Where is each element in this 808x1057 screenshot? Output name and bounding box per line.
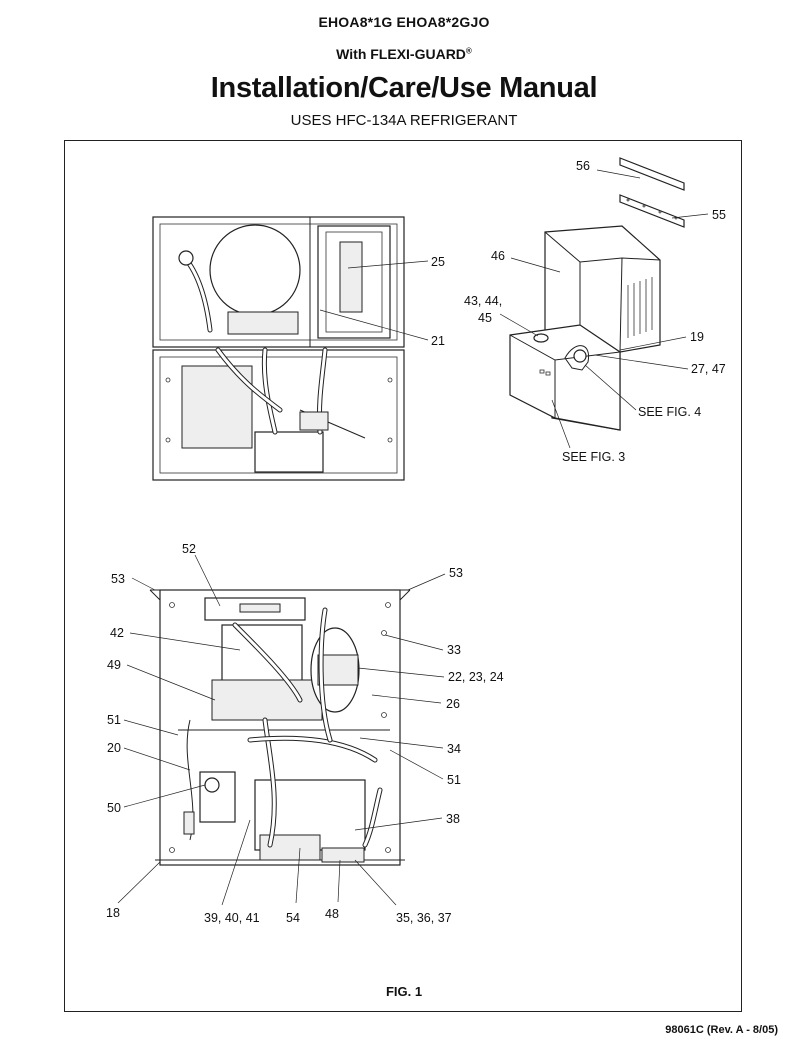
callout-52: 52 bbox=[182, 542, 196, 556]
callout-51-right: 51 bbox=[447, 773, 461, 787]
callout-22-23-24: 22, 23, 24 bbox=[448, 670, 504, 684]
callout-45: 45 bbox=[478, 311, 492, 325]
callout-19: 19 bbox=[690, 330, 704, 344]
callout-18: 18 bbox=[106, 906, 120, 920]
see-fig-3-label: SEE FIG. 3 bbox=[562, 450, 625, 464]
callout-55: 55 bbox=[712, 208, 726, 222]
refrigerant-subtitle: USES HFC-134A REFRIGERANT bbox=[290, 112, 518, 129]
cooler-apron bbox=[509, 324, 621, 431]
callout-33: 33 bbox=[447, 643, 461, 657]
callout-53-left: 53 bbox=[111, 572, 125, 586]
flexi-guard-text: With FLEXI-GUARD bbox=[336, 46, 466, 62]
leader-lines bbox=[117, 169, 709, 906]
registered-mark: ® bbox=[465, 46, 472, 56]
callout-27-47: 27, 47 bbox=[691, 362, 726, 376]
model-numbers: EHOA8*1G EHOA8*2GJO bbox=[318, 14, 490, 30]
callout-26: 26 bbox=[446, 697, 460, 711]
callout-48: 48 bbox=[325, 907, 339, 921]
callout-49: 49 bbox=[107, 658, 121, 672]
chassis-top-view-drawing bbox=[152, 216, 405, 481]
part-50-switch bbox=[199, 771, 236, 823]
document-number: 98061C (Rev. A - 8/05) bbox=[665, 1024, 778, 1036]
callout-46: 46 bbox=[491, 249, 505, 263]
callout-54: 54 bbox=[286, 911, 300, 925]
callout-43-44: 43, 44, bbox=[464, 294, 502, 308]
callout-51-left: 51 bbox=[107, 713, 121, 727]
figure-frame bbox=[64, 140, 742, 1012]
callout-35-36-37: 35, 36, 37 bbox=[396, 911, 452, 925]
part-55-bracket bbox=[619, 194, 685, 228]
page-title: Installation/Care/Use Manual bbox=[210, 72, 598, 104]
callout-25: 25 bbox=[431, 255, 445, 269]
callout-labels: 56 55 46 43, 44, 45 19 27, 47 SEE FIG. 4… bbox=[106, 159, 726, 925]
callout-39-40-41: 39, 40, 41 bbox=[204, 911, 260, 925]
chassis-front-view-drawing bbox=[149, 589, 411, 866]
figure-caption: FIG. 1 bbox=[385, 984, 423, 999]
callout-42: 42 bbox=[110, 626, 124, 640]
cooler-isometric-drawing bbox=[509, 157, 685, 431]
callout-34: 34 bbox=[447, 742, 461, 756]
see-fig-4-label: SEE FIG. 4 bbox=[638, 405, 701, 419]
callout-21: 21 bbox=[431, 334, 445, 348]
callout-53-right: 53 bbox=[449, 566, 463, 580]
callout-56: 56 bbox=[576, 159, 590, 173]
callout-20: 20 bbox=[107, 741, 121, 755]
compressor-dome bbox=[209, 224, 301, 316]
part-56-bracket bbox=[619, 157, 685, 191]
callout-50: 50 bbox=[107, 801, 121, 815]
flexi-guard-line: With FLEXI-GUARD® bbox=[0, 46, 808, 62]
callout-38: 38 bbox=[446, 812, 460, 826]
